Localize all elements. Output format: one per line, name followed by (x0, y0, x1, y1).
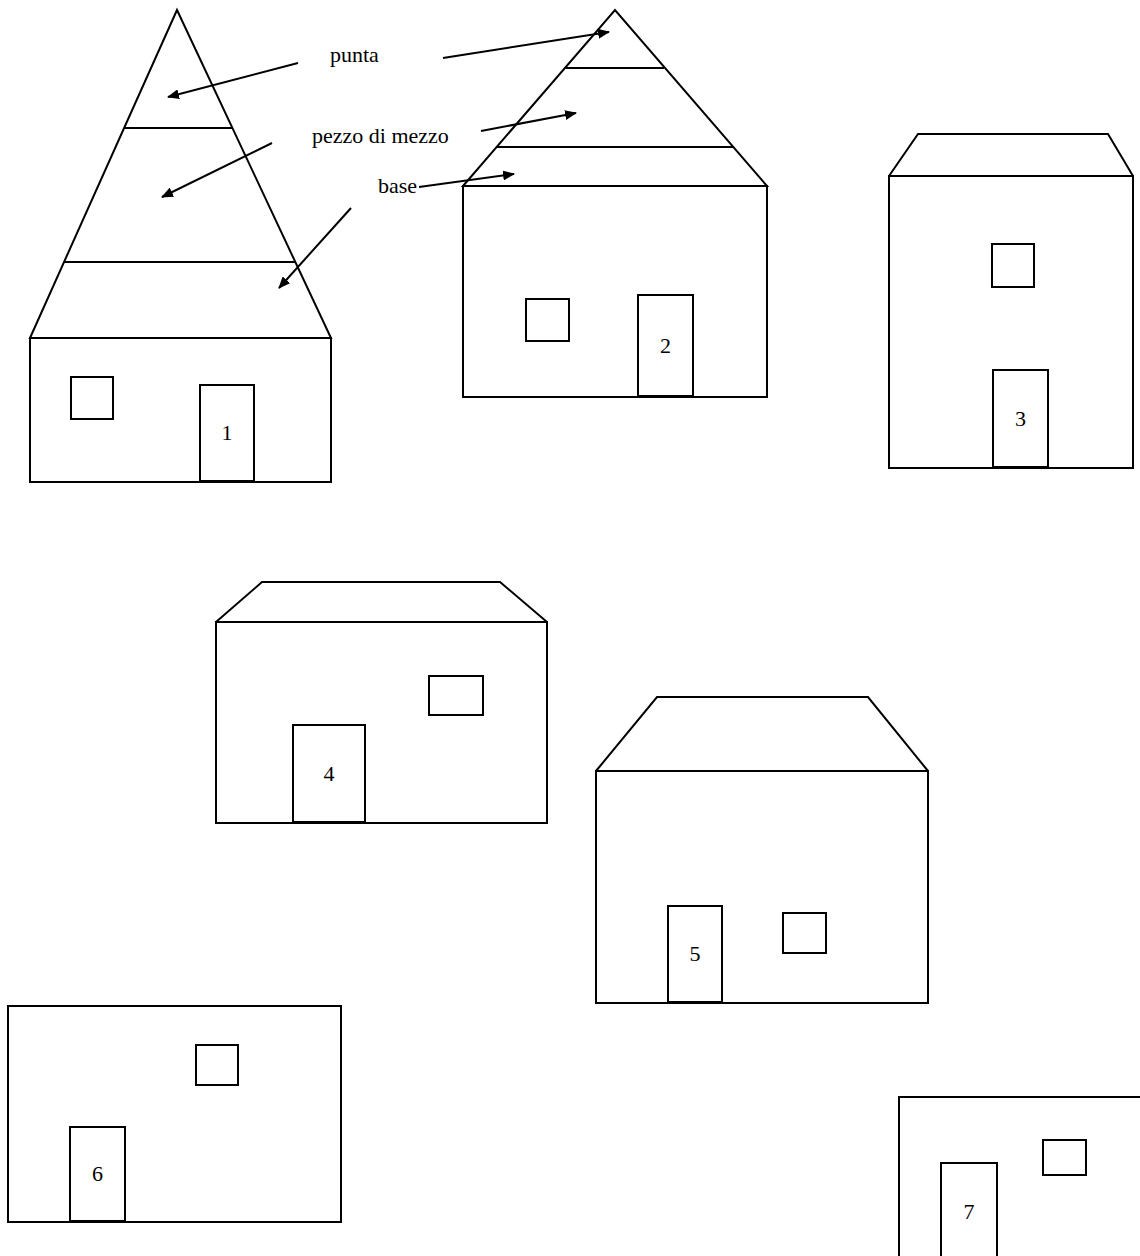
callout-number: 4 (324, 763, 335, 785)
door-box: 5 (667, 905, 723, 1003)
roof-division (124, 127, 232, 129)
leader-arrow (162, 143, 272, 197)
house-facade (8, 1006, 341, 1222)
window (196, 1045, 238, 1085)
window (71, 377, 113, 419)
roof-division (566, 67, 664, 69)
roof-division (64, 261, 296, 263)
roof-trapezoid (596, 697, 928, 771)
callout-number: 3 (1015, 408, 1026, 430)
door-box: 6 (69, 1126, 126, 1222)
leader-arrow (168, 63, 298, 97)
part-label: base (376, 174, 419, 198)
callout-number: 6 (92, 1163, 103, 1185)
roof-triangle (463, 10, 767, 186)
leader-arrow (481, 113, 576, 131)
door-box: 2 (637, 294, 694, 397)
leader-arrow (419, 174, 514, 187)
leader-arrow (443, 32, 609, 58)
callout-number: 7 (964, 1201, 975, 1223)
door-box: 4 (292, 724, 366, 823)
roof-trapezoid (889, 134, 1133, 176)
door-box: 7 (940, 1162, 998, 1256)
part-label: punta (328, 43, 381, 67)
window (1043, 1140, 1086, 1175)
door-box: 3 (992, 369, 1049, 468)
window (992, 244, 1034, 287)
house-facade (889, 176, 1133, 468)
roof-triangle (30, 10, 331, 338)
callout-number: 5 (690, 943, 701, 965)
leader-arrow (279, 208, 351, 288)
part-label: pezzo di mezzo (310, 124, 451, 148)
roof-division (497, 146, 734, 148)
house-facade (596, 771, 928, 1003)
roof-trapezoid (216, 582, 547, 622)
window (783, 913, 826, 953)
door-box: 1 (199, 384, 255, 482)
window (526, 299, 569, 341)
house-facade (899, 1097, 1140, 1256)
house-facade (30, 338, 331, 482)
callout-number: 1 (222, 422, 233, 444)
house-facade (463, 186, 767, 397)
callout-number: 2 (660, 335, 671, 357)
window (429, 676, 483, 715)
house-facade (216, 622, 547, 823)
